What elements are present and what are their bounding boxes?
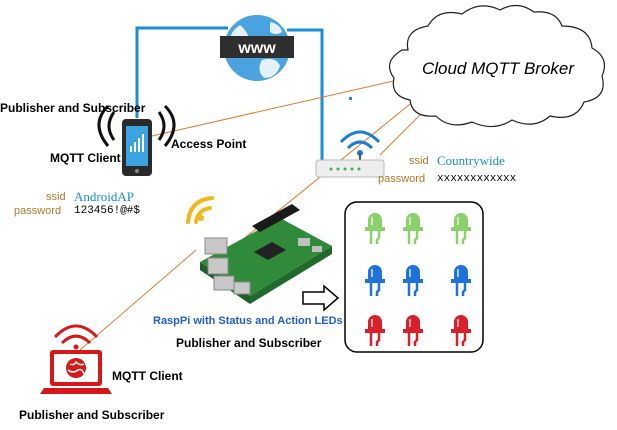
led-icon bbox=[451, 265, 471, 296]
router-password-key: password bbox=[378, 173, 426, 185]
led-icon bbox=[403, 213, 423, 244]
cloud-title: Cloud MQTT Broker bbox=[422, 59, 575, 78]
wired-link-phone-globe bbox=[135, 26, 228, 118]
led-icon bbox=[365, 265, 385, 296]
router-icon bbox=[315, 130, 385, 178]
router-password-value: xxxxxxxxxxxx bbox=[437, 173, 517, 185]
laptop-icon bbox=[40, 324, 112, 394]
phone-icon bbox=[97, 104, 176, 176]
phone-client-label: MQTT Client bbox=[50, 151, 121, 165]
link-dot bbox=[349, 97, 352, 100]
raspi-title-label: RaspPi with Status and Action LEDs bbox=[153, 315, 343, 327]
led-icon bbox=[451, 315, 471, 346]
cloud-icon bbox=[388, 4, 605, 128]
phone-ssid-value: AndroidAP bbox=[74, 189, 134, 204]
phone-role-label: Publisher and Subscriber bbox=[0, 101, 146, 115]
wireless-link-laptop-phone bbox=[79, 249, 197, 351]
wireless-link-phone-cloud bbox=[151, 79, 399, 137]
access-point-label: Access Point bbox=[171, 137, 247, 151]
led-icon bbox=[451, 213, 471, 244]
arrow-right-icon bbox=[302, 284, 340, 312]
router-ssid-value: Countrywide bbox=[437, 153, 505, 168]
led-icon bbox=[365, 213, 385, 244]
led-icon bbox=[365, 315, 385, 346]
wifi-icon bbox=[186, 196, 214, 224]
router-ssid-key: ssid bbox=[409, 155, 429, 167]
phone-ssid-key: ssid bbox=[46, 191, 66, 203]
raspi-role-label: Publisher and Subscriber bbox=[176, 336, 322, 350]
phone-password-key: password bbox=[14, 205, 62, 217]
led-icon bbox=[403, 315, 423, 346]
www-label: www bbox=[237, 40, 276, 57]
raspberry-pi-board-icon bbox=[200, 204, 332, 304]
wired-links bbox=[135, 26, 324, 168]
phone-password-value: 123456!@#$ bbox=[74, 205, 141, 217]
led-icon bbox=[403, 265, 423, 296]
globe-icon: www bbox=[220, 15, 294, 81]
led-grid bbox=[365, 213, 471, 346]
laptop-client-label: MQTT Client bbox=[112, 369, 183, 383]
laptop-role-label: Publisher and Subscriber bbox=[19, 408, 165, 422]
wired-link-globe-router bbox=[287, 28, 324, 168]
